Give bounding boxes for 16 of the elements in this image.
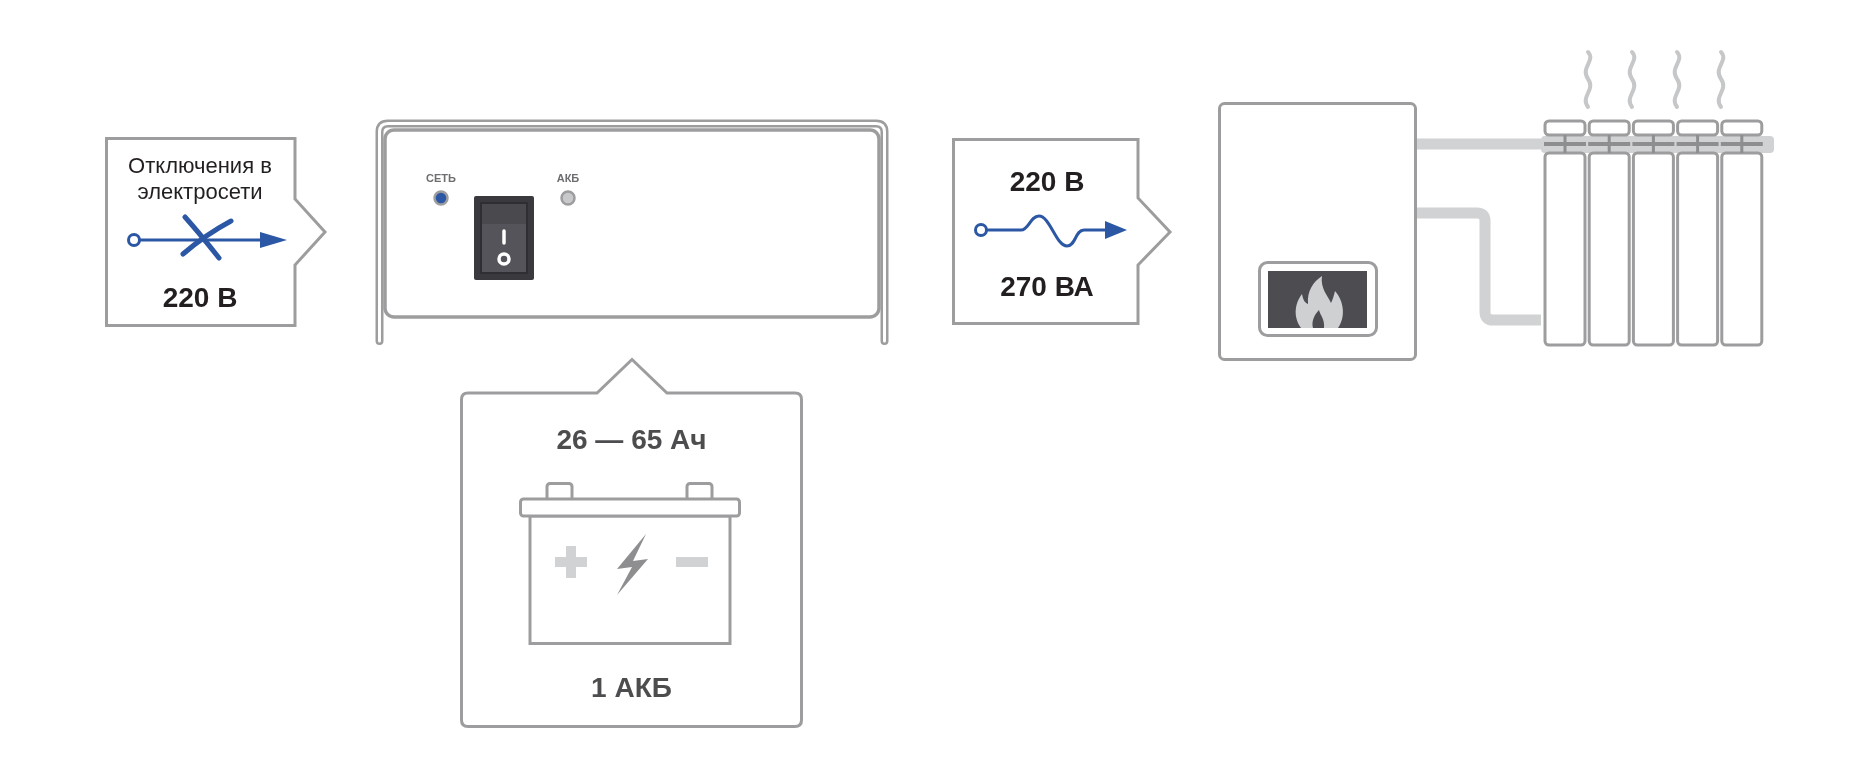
voltage-value: 220 В — [1008, 166, 1086, 198]
callout-box — [952, 138, 1172, 325]
battery-count: 1 АКБ — [590, 672, 673, 704]
indicator-label: СЕТЬ — [425, 171, 457, 185]
ups-device — [375, 119, 889, 345]
callout-box — [105, 137, 327, 327]
pipe — [1417, 138, 1541, 150]
indicator-label: АКБ — [555, 171, 581, 185]
boiler-illustration — [1218, 102, 1417, 361]
capacity-value: 26 — 65 Ач — [555, 424, 708, 456]
voltage-value: 220 В — [161, 282, 239, 314]
radiator-illustration — [1541, 119, 1775, 347]
callout-text: Отключения в электросети — [127, 153, 273, 205]
pipe — [1417, 207, 1541, 326]
power-value: 270 ВА — [999, 271, 1095, 303]
callout-box — [460, 358, 803, 728]
